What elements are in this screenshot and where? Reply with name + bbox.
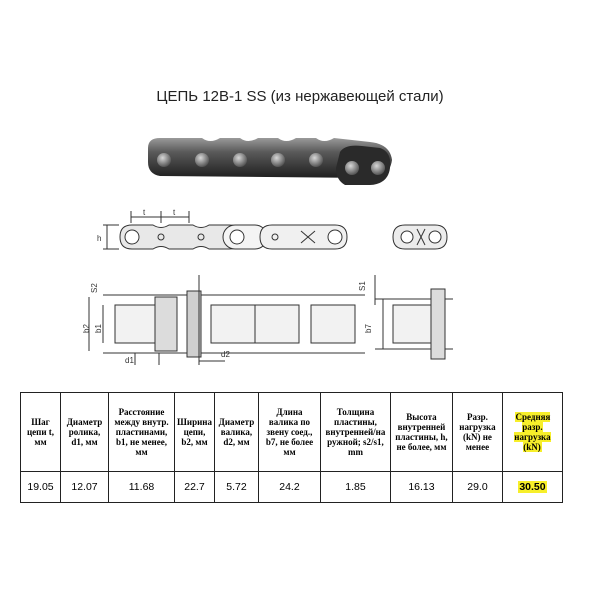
chain-photo (148, 138, 392, 185)
value-chain-width: 22.7 (174, 471, 215, 503)
end-view-link (392, 224, 448, 250)
header-plate-thickness: Толщина пластины, внутренней/на ружной; … (319, 392, 391, 472)
page-title: ЦЕПЬ 12В-1 SS (из нержавеющей стали) (156, 88, 444, 105)
header-breaking-load: Разр. нагрузка (kN) не менее (451, 392, 503, 472)
value-inner-width: 11.68 (108, 471, 175, 503)
top-view (88, 275, 365, 365)
end-view-top (374, 275, 453, 360)
header-pin-length: Длина валика по звену соед., b7, не боле… (257, 392, 321, 472)
value-roller-diameter: 12.07 (60, 471, 109, 503)
header-inner-width: Расстояние между внутр. пластинами, b1, … (108, 392, 175, 472)
label-t-2: t (173, 208, 176, 217)
label-h: h (97, 234, 101, 243)
label-s1: S1 (358, 281, 367, 291)
value-pitch: 19.05 (20, 471, 61, 503)
specification-table: Шаг цепи t, мм Диаметр ролика, d1, мм Ра… (20, 392, 563, 503)
label-s2: S2 (90, 283, 99, 293)
value-plate-thickness: 1.85 (319, 471, 391, 503)
label-d1: d1 (125, 356, 134, 365)
value-plate-height: 16.13 (389, 471, 453, 503)
header-chain-width: Ширина цепи, b2, мм (174, 392, 215, 472)
header-average-breaking-load: Средняя разр. нагрузка (kN) (501, 392, 563, 472)
table-header-row: Шаг цепи t, мм Диаметр ролика, d1, мм Ра… (20, 392, 563, 472)
label-b1: b1 (94, 324, 103, 333)
side-view (103, 211, 348, 250)
table-row: 19.05 12.07 11.68 22.7 5.72 24.2 1.85 16… (20, 471, 563, 503)
chain-pins (157, 153, 385, 175)
label-b2: b2 (82, 324, 91, 333)
label-t-1: t (143, 208, 146, 217)
value-pin-diameter: 5.72 (213, 471, 259, 503)
header-plate-height: Высота внутренней пластины, h, не более,… (389, 392, 453, 472)
header-pitch: Шаг цепи t, мм (20, 392, 61, 472)
header-pin-diameter: Диаметр валика, d2, мм (213, 392, 259, 472)
highlighted-header: Средняя разр. нагрузка (kN) (514, 412, 551, 452)
value-pin-length: 24.2 (257, 471, 321, 503)
chain-plates (148, 138, 392, 185)
value-breaking-load: 29.0 (451, 471, 503, 503)
highlighted-value: 30.50 (518, 481, 547, 493)
value-average-breaking-load: 30.50 (501, 471, 563, 503)
label-d2: d2 (221, 350, 230, 359)
technical-drawing: h t t S2 S1 b2 b1 b7 d1 d2 (82, 208, 453, 365)
header-roller-diameter: Диаметр ролика, d1, мм (60, 392, 109, 472)
label-b7: b7 (364, 324, 373, 333)
